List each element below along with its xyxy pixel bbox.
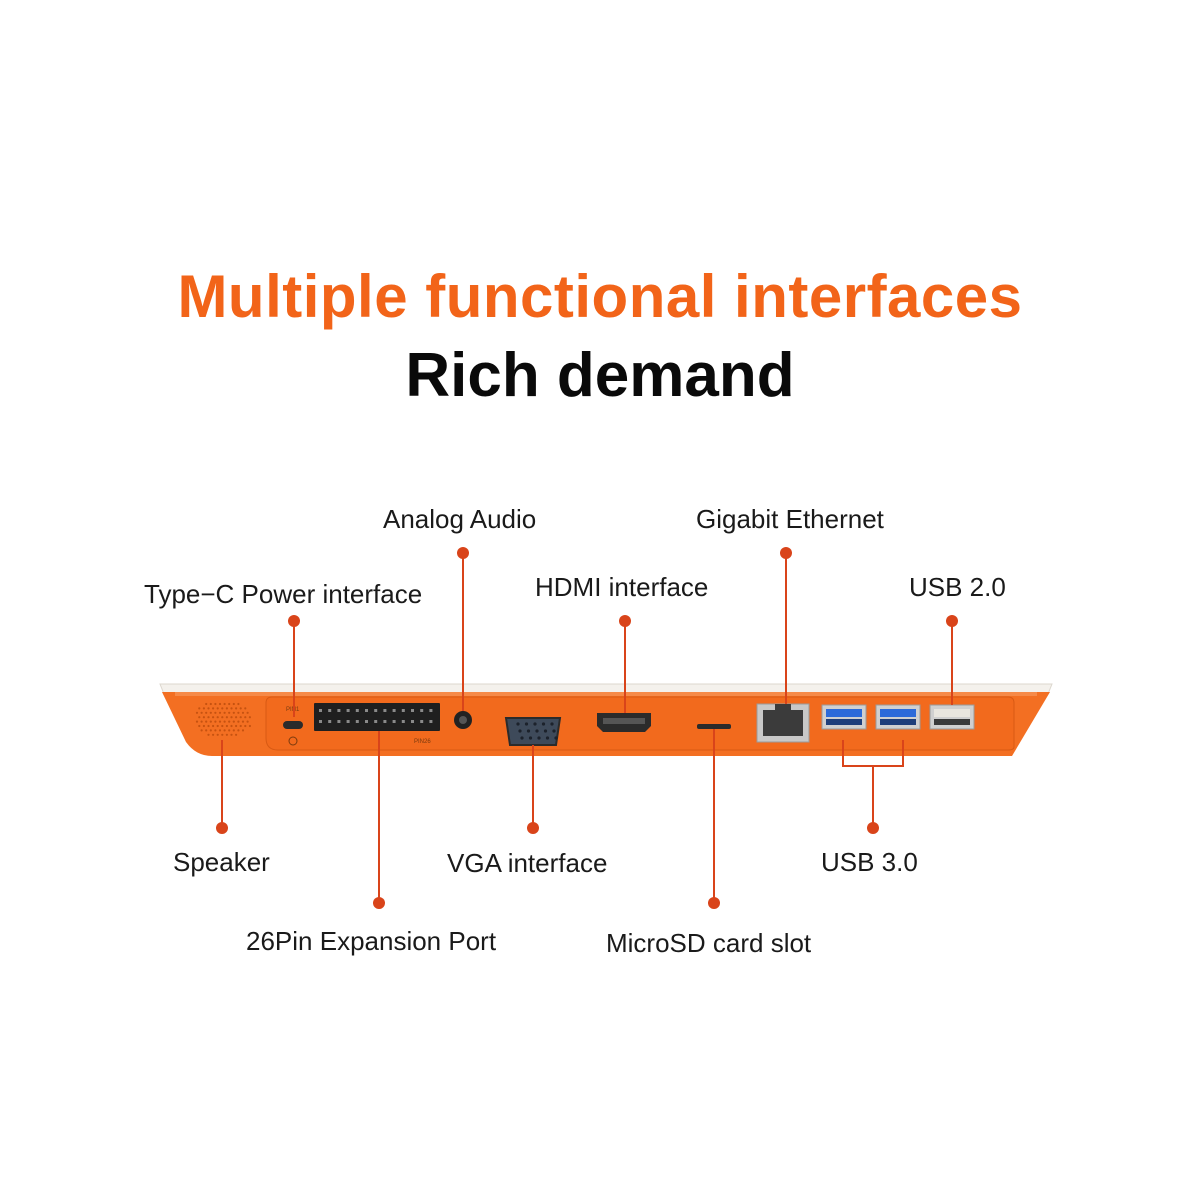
label-hdmi: HDMI interface [535,572,709,602]
label-analog-audio: Analog Audio [383,504,537,534]
label-vga: VGA interface [447,848,608,878]
label-speaker: Speaker [173,847,270,877]
speaker-grille [195,702,251,736]
leader-analog-audio [462,553,464,711]
label-type-c: Type−C Power interface [144,579,423,609]
label-usb3: USB 3.0 [821,847,918,877]
microsd-slot [697,724,731,729]
leader-type-c [293,621,295,717]
leader-speaker [221,740,223,828]
dot-hdmi [619,615,631,627]
leader-hdmi [624,621,626,713]
dot-analog-audio [457,547,469,559]
label-gigabit-ethernet: Gigabit Ethernet [696,504,884,534]
dot-expansion [373,897,385,909]
leader-microsd [713,729,715,903]
expansion-header [314,703,440,731]
leader-expansion [378,731,380,903]
dot-type-c [288,615,300,627]
dot-microsd [708,897,720,909]
label-microsd: MicroSD card slot [606,928,812,958]
type-c-port [283,721,303,729]
label-expansion: 26Pin Expansion Port [246,926,497,956]
dot-usb2 [946,615,958,627]
leader-usb2 [951,621,953,705]
dot-usb3 [867,822,879,834]
vga-port [504,717,562,746]
dot-speaker [216,822,228,834]
heading-sub: Rich demand [405,341,795,410]
usb3-bracket [842,740,904,829]
power-icon [288,736,298,746]
leader-vga [532,745,534,828]
dot-vga [527,822,539,834]
leader-ethernet [785,553,787,704]
dot-ethernet [780,547,792,559]
heading-main: Multiple functional interfaces [177,263,1023,330]
label-usb2: USB 2.0 [909,572,1006,602]
pin26-silk: PIN26 [414,739,431,745]
